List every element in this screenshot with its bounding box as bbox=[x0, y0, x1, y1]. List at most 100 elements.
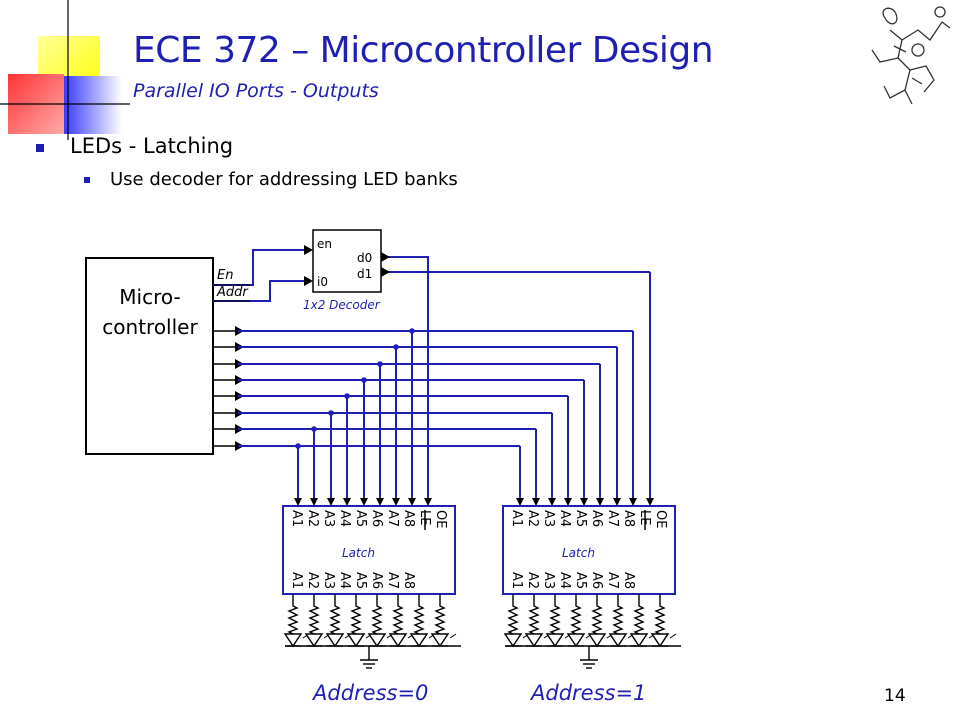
latch-0: Latch bbox=[282, 505, 456, 595]
decoder-d0-pin: d0 bbox=[357, 251, 372, 265]
latch0-resistor-5 bbox=[371, 594, 383, 635]
circuit-wires: A1A1A2A2A3A3A4A4A5A5A6A6A7A7A8A8LEOEA1A1… bbox=[213, 245, 681, 669]
latch1-led-4 bbox=[566, 633, 586, 648]
latch1-input-arrow-A1 bbox=[516, 498, 524, 506]
address-1-label: Address=1 bbox=[529, 681, 646, 705]
latch0-led-1 bbox=[283, 633, 303, 648]
latch1-resistor-7 bbox=[633, 594, 645, 635]
latch0-in-pin-A2: A2 bbox=[305, 510, 320, 527]
latch0-input-arrow-A2 bbox=[310, 498, 318, 506]
latch1-in-pin-A4: A4 bbox=[557, 510, 572, 527]
latch1-resistor-1 bbox=[507, 594, 519, 635]
latch0-in-pin-A4: A4 bbox=[337, 510, 352, 527]
latch1-in-pin-A7: A7 bbox=[605, 510, 620, 527]
latch-0-label: Latch bbox=[342, 546, 375, 560]
latch0-resistor-8 bbox=[434, 594, 446, 635]
latch0-resistor-3 bbox=[329, 594, 341, 635]
en-arrow bbox=[304, 245, 313, 255]
latch1-input-arrow-A7 bbox=[613, 498, 621, 506]
latch0-input-arrow-A6 bbox=[376, 498, 384, 506]
latch1-led-7 bbox=[629, 633, 649, 648]
mascot-sketch-icon bbox=[871, 6, 951, 105]
latch1-oe-pin: OE bbox=[653, 510, 668, 528]
latch0-out-pin-A2: A2 bbox=[305, 572, 320, 589]
latch-1-box bbox=[502, 505, 676, 595]
latch0-out-pin-A7: A7 bbox=[385, 572, 400, 589]
latch1-in-pin-A6: A6 bbox=[589, 510, 604, 527]
latch0-le-arrow bbox=[424, 498, 432, 506]
latch0-out-pin-A3: A3 bbox=[321, 572, 336, 589]
latch1-in-pin-A2: A2 bbox=[525, 510, 540, 527]
latch0-input-arrow-A5 bbox=[360, 498, 368, 506]
latch1-in-pin-A8: A8 bbox=[621, 510, 636, 527]
blue-square bbox=[62, 76, 122, 134]
latch1-led-3 bbox=[545, 633, 565, 648]
latch0-input-arrow-A7 bbox=[392, 498, 400, 506]
latch-1: Latch bbox=[502, 505, 676, 595]
latch0-resistor-6 bbox=[392, 594, 404, 635]
mcu-label-line2: controller bbox=[102, 315, 198, 339]
latch1-led-5 bbox=[587, 633, 607, 648]
latch0-led-3 bbox=[325, 633, 345, 648]
latch0-out-pin-A5: A5 bbox=[353, 572, 368, 589]
latch0-led-4 bbox=[346, 633, 366, 648]
latch1-led-8 bbox=[650, 633, 670, 648]
latch0-in-pin-A8: A8 bbox=[401, 510, 416, 527]
addr-arrow bbox=[304, 276, 313, 286]
latch0-led-8 bbox=[430, 633, 450, 648]
d1-arrow bbox=[381, 267, 390, 277]
latch0-in-pin-A3: A3 bbox=[321, 510, 336, 527]
latch1-led-8-ray bbox=[669, 633, 677, 639]
latch1-input-arrow-A3 bbox=[548, 498, 556, 506]
decoder-d1-pin: d1 bbox=[357, 267, 372, 281]
microcontroller-box bbox=[85, 257, 214, 455]
latch0-out-pin-A6: A6 bbox=[369, 572, 384, 589]
latch1-input-arrow-A5 bbox=[580, 498, 588, 506]
latch1-le-arrow bbox=[646, 498, 654, 506]
d0-to-latch0 bbox=[422, 256, 429, 498]
latch1-input-arrow-A2 bbox=[532, 498, 540, 506]
latch0-in-pin-A7: A7 bbox=[385, 510, 400, 527]
bullet-square-2 bbox=[84, 177, 90, 183]
latch0-resistor-2 bbox=[308, 594, 320, 635]
latch0-led-2 bbox=[304, 633, 324, 648]
latch1-led-2 bbox=[524, 633, 544, 648]
latch1-resistor-3 bbox=[549, 594, 561, 635]
latch1-out-pin-A1: A1 bbox=[509, 572, 524, 589]
latch1-led-1 bbox=[503, 633, 523, 648]
latch1-resistor-8 bbox=[654, 594, 666, 635]
latch0-in-pin-A5: A5 bbox=[353, 510, 368, 527]
latch0-led-8-ray bbox=[449, 633, 457, 639]
latch1-led-6 bbox=[608, 633, 628, 648]
page-number: 14 bbox=[884, 686, 906, 706]
latch0-input-arrow-A1 bbox=[294, 498, 302, 506]
latch1-out-pin-A4: A4 bbox=[557, 572, 572, 589]
latch1-out-pin-A2: A2 bbox=[525, 572, 540, 589]
latch1-input-arrow-A4 bbox=[564, 498, 572, 506]
latch0-out-pin-A1: A1 bbox=[289, 572, 304, 589]
decoder-box bbox=[312, 229, 382, 293]
latch1-resistor-2 bbox=[528, 594, 540, 635]
latch0-led-6 bbox=[388, 633, 408, 648]
en-signal-label: En bbox=[217, 268, 233, 283]
bullet-level2: Use decoder for addressing LED banks bbox=[110, 169, 458, 190]
bullet-level1: LEDs - Latching bbox=[70, 134, 234, 158]
slide-title: ECE 372 – Microcontroller Design bbox=[133, 30, 714, 71]
latch0-resistor-1 bbox=[287, 594, 299, 635]
address-0-label: Address=0 bbox=[311, 681, 428, 705]
latch1-out-pin-A3: A3 bbox=[541, 572, 556, 589]
latch1-out-pin-A6: A6 bbox=[589, 572, 604, 589]
latch1-out-pin-A8: A8 bbox=[621, 572, 636, 589]
latch-1-label: Latch bbox=[562, 546, 595, 560]
latch0-in-pin-A1: A1 bbox=[289, 510, 304, 527]
latch1-in-pin-A3: A3 bbox=[541, 510, 556, 527]
latch0-in-pin-A6: A6 bbox=[369, 510, 384, 527]
latch0-resistor-4 bbox=[350, 594, 362, 635]
latch1-resistor-5 bbox=[591, 594, 603, 635]
bullet-square-1 bbox=[36, 144, 44, 152]
latch0-out-pin-A8: A8 bbox=[401, 572, 416, 589]
latch1-input-arrow-A6 bbox=[596, 498, 604, 506]
